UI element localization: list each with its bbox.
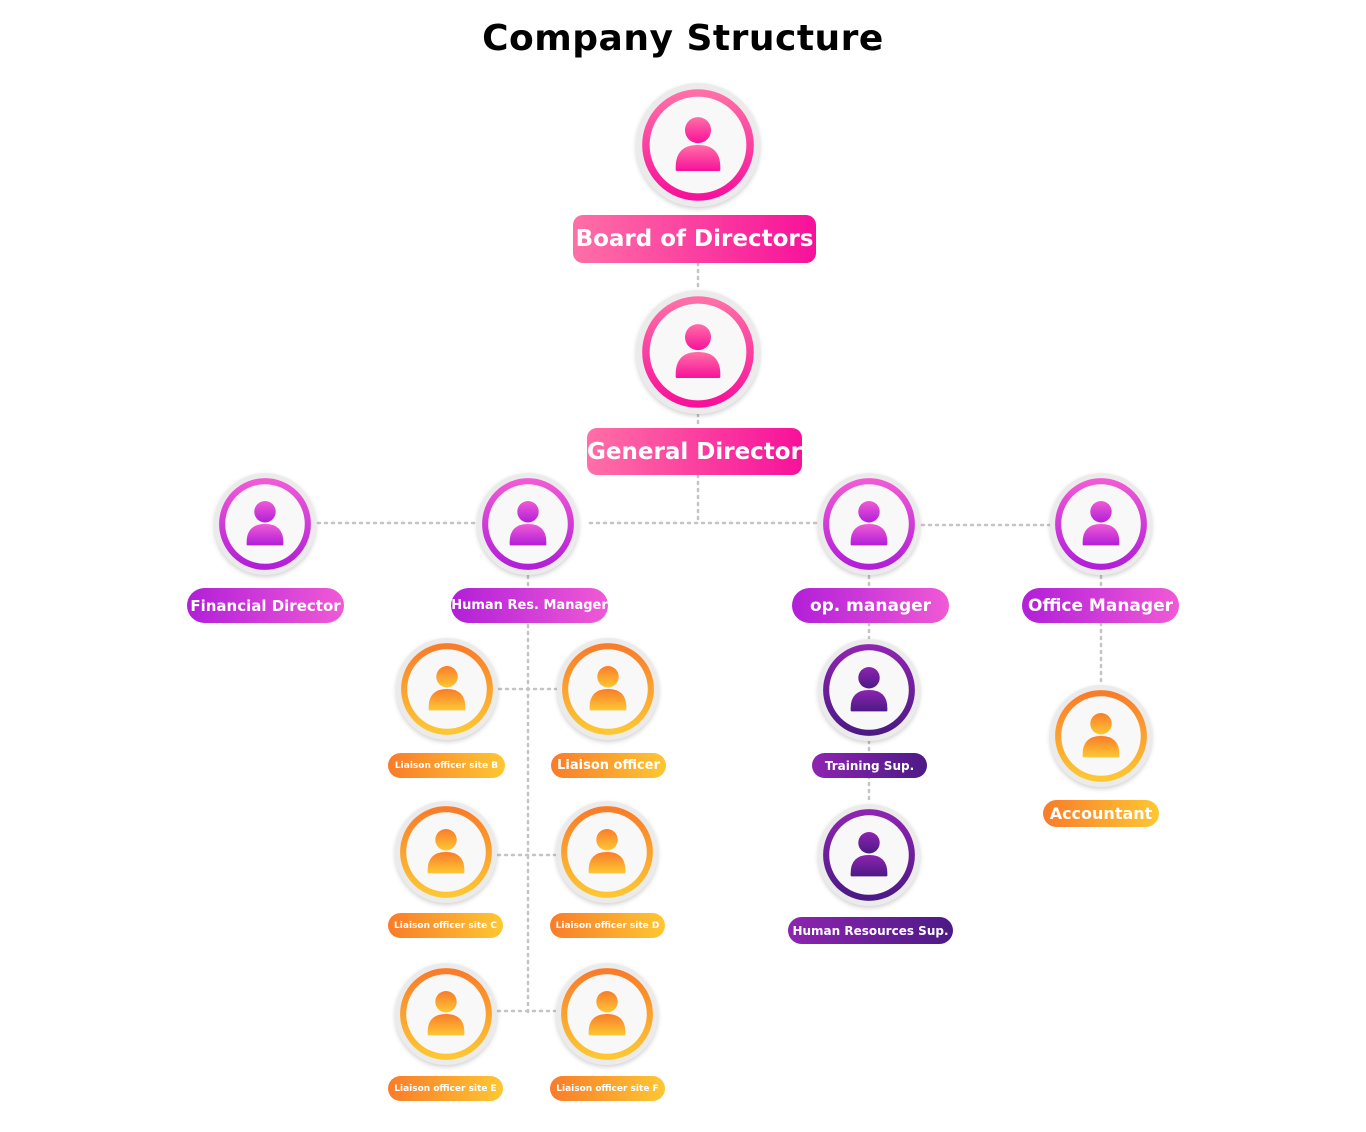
avatar[interactable] xyxy=(556,801,658,903)
person-icon xyxy=(637,84,759,206)
node-label: Office Manager xyxy=(1022,588,1179,623)
person-icon xyxy=(819,474,919,574)
node-label: Liaison officer site B xyxy=(388,753,505,778)
person-icon xyxy=(396,802,496,902)
person-icon xyxy=(215,474,315,574)
node-label: General Director xyxy=(587,428,802,475)
person-icon xyxy=(557,802,657,902)
avatar[interactable] xyxy=(818,639,920,741)
node-label: Human Resources Sup. xyxy=(788,917,953,944)
person-icon xyxy=(1051,474,1151,574)
avatar[interactable] xyxy=(556,963,658,1065)
avatar[interactable] xyxy=(818,473,920,575)
node-label: Liaison officer site F xyxy=(550,1076,665,1101)
node-label: Accountant xyxy=(1043,800,1159,827)
person-icon xyxy=(557,964,657,1064)
avatar[interactable] xyxy=(477,473,579,575)
node-label: op. manager xyxy=(792,588,949,623)
person-icon xyxy=(1051,686,1151,786)
person-icon xyxy=(819,805,919,905)
avatar[interactable] xyxy=(1050,685,1152,787)
node-label: Liaison officer site E xyxy=(388,1076,503,1101)
person-icon xyxy=(397,639,497,739)
person-icon xyxy=(478,474,578,574)
node-label: Liaison officer site D xyxy=(550,913,665,938)
person-icon xyxy=(558,639,658,739)
node-label: Liaison officer site C xyxy=(388,913,503,938)
avatar[interactable] xyxy=(557,638,659,740)
node-label: Liaison officer xyxy=(551,753,666,778)
avatar[interactable] xyxy=(818,804,920,906)
avatar[interactable] xyxy=(395,801,497,903)
page-title: Company Structure xyxy=(482,18,884,59)
person-icon xyxy=(819,640,919,740)
node-label: Training Sup. xyxy=(812,753,927,778)
node-label: Human Res. Manager xyxy=(451,588,608,623)
avatar[interactable] xyxy=(396,638,498,740)
person-icon xyxy=(396,964,496,1064)
avatar[interactable] xyxy=(1050,473,1152,575)
avatar[interactable] xyxy=(395,963,497,1065)
node-label: Board of Directors xyxy=(573,215,816,263)
avatar[interactable] xyxy=(636,83,760,207)
avatar[interactable] xyxy=(636,290,760,414)
person-icon xyxy=(637,291,759,413)
node-label: Financial Director xyxy=(187,588,344,623)
avatar[interactable] xyxy=(214,473,316,575)
